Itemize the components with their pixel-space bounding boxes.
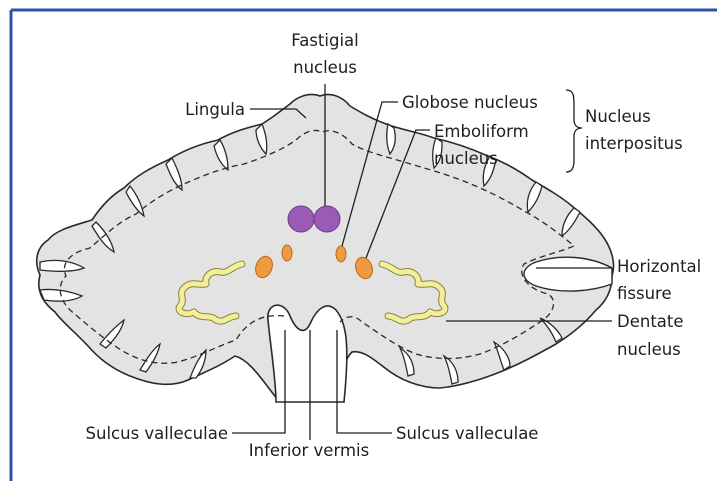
label-emboliform-line2: nucleus	[434, 149, 498, 168]
globose-nucleus-right	[336, 246, 346, 262]
label-fastigial-line1: Fastigial	[291, 31, 359, 50]
fastigial-nucleus-left	[288, 206, 314, 232]
label-globose: Globose nucleus	[402, 93, 538, 112]
label-fastigial-line2: nucleus	[293, 58, 357, 77]
label-emboliform-line1: Emboliform	[434, 122, 529, 141]
label-horizontal-line1: Horizontal	[617, 257, 701, 276]
label-sulcus-right: Sulcus valleculae	[396, 424, 538, 443]
label-interpositus-line1: Nucleus	[585, 107, 651, 126]
label-horizontal-line2: fissure	[617, 284, 672, 303]
label-dentate-line1: Dentate	[617, 312, 684, 331]
label-lingula: Lingula	[185, 100, 245, 119]
fastigial-nucleus-right	[314, 206, 340, 232]
label-dentate-line2: nucleus	[617, 340, 681, 359]
label-sulcus-left: Sulcus valleculae	[86, 424, 228, 443]
horizontal-fissure	[524, 257, 612, 291]
label-inferior-vermis: Inferior vermis	[249, 441, 369, 460]
label-interpositus-line2: interpositus	[585, 134, 683, 153]
globose-nucleus-left	[282, 245, 292, 261]
